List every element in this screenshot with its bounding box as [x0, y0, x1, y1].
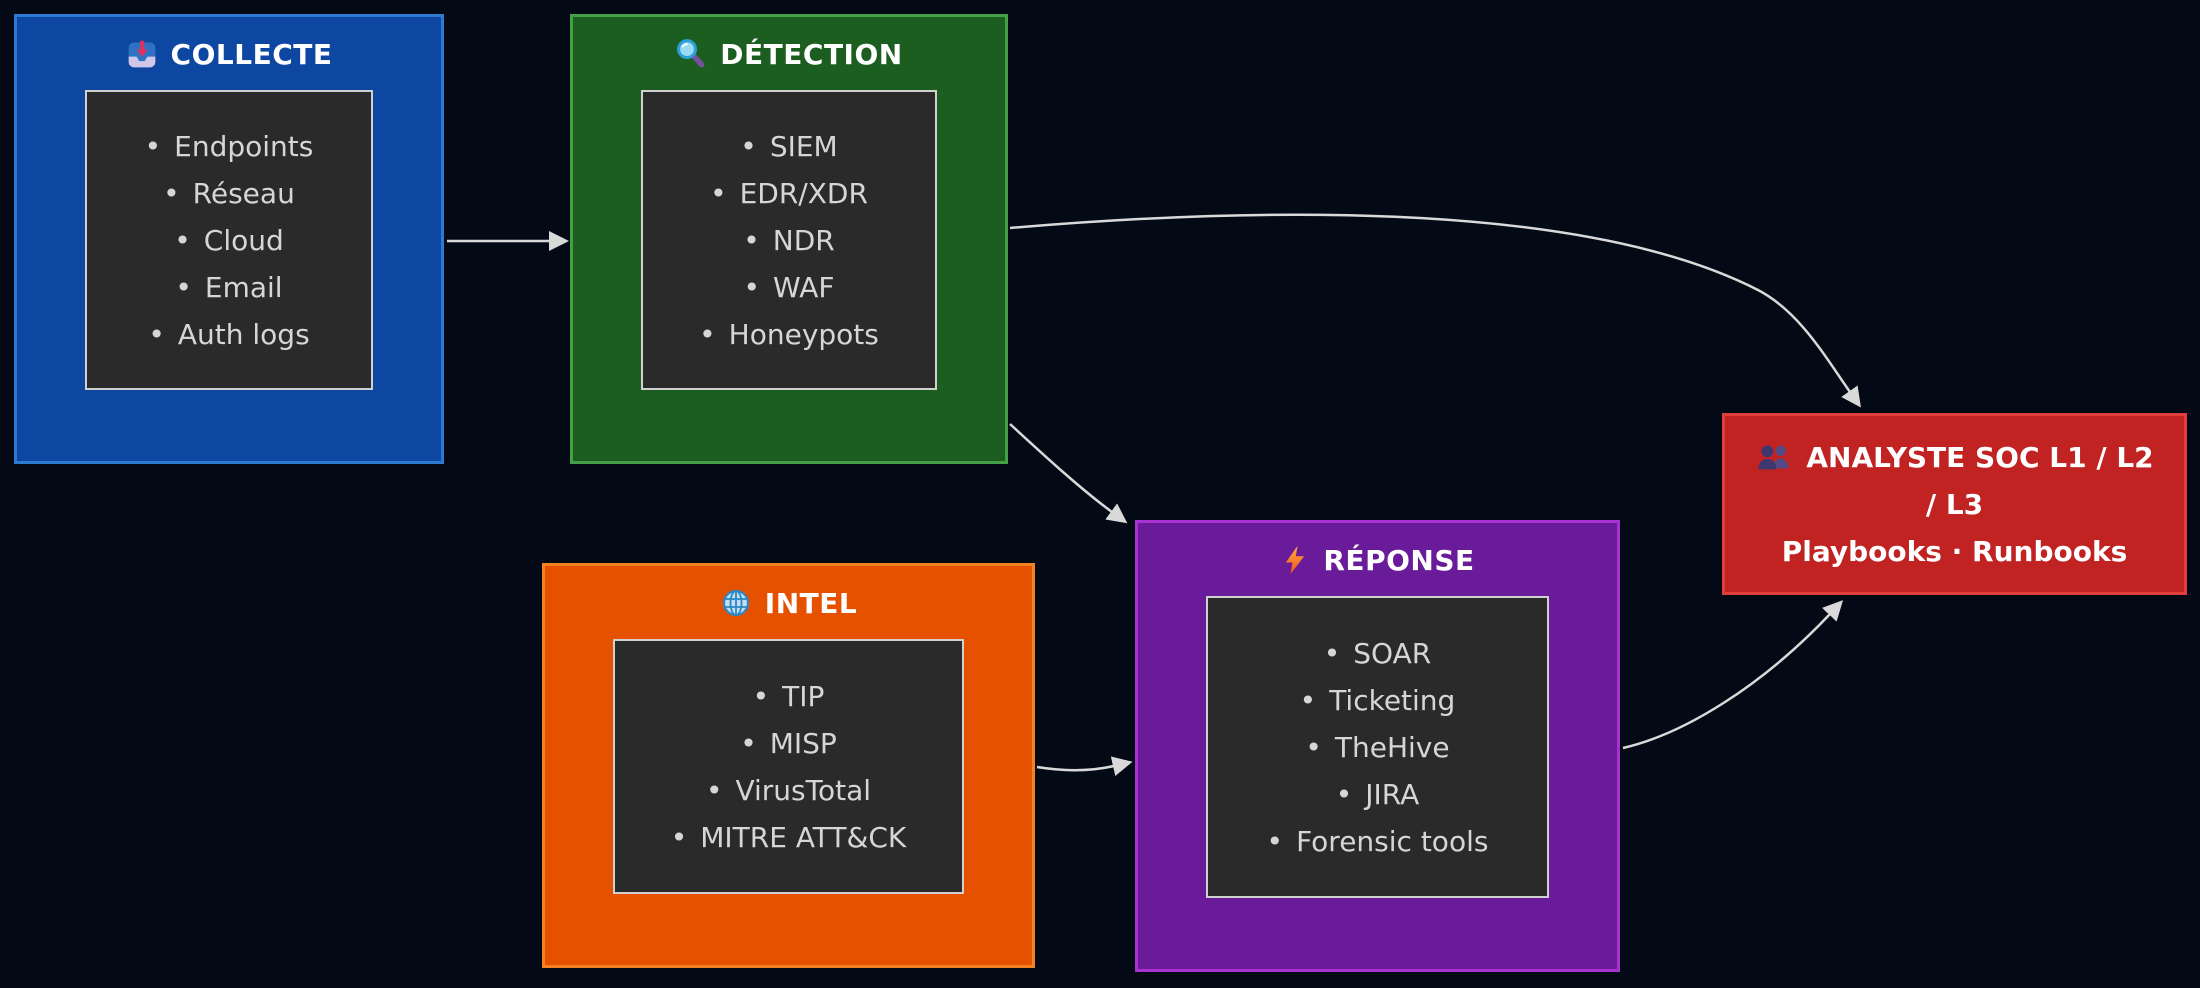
- list-item: Email: [87, 264, 371, 311]
- analyste-title-text: ANALYSTE SOC L1 / L2: [1806, 440, 2154, 474]
- node-intel-title: INTEL: [545, 566, 1032, 640]
- list-item: Honeypots: [643, 311, 935, 358]
- node-analyste: ANALYSTE SOC L1 / L2 / L3 Playbooks · Ru…: [1722, 413, 2187, 595]
- list-item: MISP: [615, 720, 962, 767]
- edge-detection-analyste: [1009, 213, 1861, 408]
- node-intel-panel: TIP MISP VirusTotal MITRE ATT&CK: [613, 639, 964, 894]
- list-item: Réseau: [87, 170, 371, 217]
- magnifying-glass-icon: [675, 38, 707, 70]
- edge-intel-reponse: [1036, 756, 1133, 776]
- analyste-title-line1: ANALYSTE SOC L1 / L2: [1755, 434, 2154, 481]
- list-item: MITRE ATT&CK: [615, 814, 962, 861]
- node-detection: DÉTECTION SIEM EDR/XDR NDR WAF Honeypots: [570, 14, 1008, 464]
- node-reponse-title: RÉPONSE: [1138, 523, 1617, 597]
- node-reponse-label: RÉPONSE: [1323, 543, 1475, 577]
- analyste-subtitle: Playbooks · Runbooks: [1781, 534, 2128, 568]
- edge-reponse-analyste: [1622, 600, 1844, 750]
- list-item: Ticketing: [1208, 677, 1547, 724]
- list-item: Cloud: [87, 217, 371, 264]
- collecte-list: Endpoints Réseau Cloud Email Auth logs: [87, 123, 371, 358]
- list-item: TIP: [615, 673, 962, 720]
- edge-detection-reponse: [1009, 423, 1128, 524]
- list-item: Forensic tools: [1208, 818, 1547, 865]
- node-detection-label: DÉTECTION: [720, 37, 903, 71]
- node-intel: INTEL TIP MISP VirusTotal MITRE ATT&CK: [542, 563, 1035, 968]
- list-item: NDR: [643, 217, 935, 264]
- list-item: TheHive: [1208, 724, 1547, 771]
- list-item: VirusTotal: [615, 767, 962, 814]
- lightning-bolt-icon: [1280, 543, 1310, 577]
- node-detection-title: DÉTECTION: [573, 17, 1005, 91]
- node-detection-panel: SIEM EDR/XDR NDR WAF Honeypots: [641, 90, 937, 390]
- list-item: EDR/XDR: [643, 170, 935, 217]
- list-item: SOAR: [1208, 630, 1547, 677]
- node-collecte-title: COLLECTE: [17, 17, 441, 91]
- inbox-tray-icon: [126, 38, 158, 70]
- node-collecte-panel: Endpoints Réseau Cloud Email Auth logs: [85, 90, 373, 390]
- node-intel-label: INTEL: [764, 586, 858, 620]
- list-item: Auth logs: [87, 311, 371, 358]
- node-reponse: RÉPONSE SOAR Ticketing TheHive JIRA Fore…: [1135, 520, 1620, 972]
- reponse-list: SOAR Ticketing TheHive JIRA Forensic too…: [1208, 630, 1547, 865]
- list-item: JIRA: [1208, 771, 1547, 818]
- node-collecte-label: COLLECTE: [170, 37, 333, 71]
- intel-list: TIP MISP VirusTotal MITRE ATT&CK: [615, 673, 962, 861]
- detection-list: SIEM EDR/XDR NDR WAF Honeypots: [643, 123, 935, 358]
- node-reponse-panel: SOAR Ticketing TheHive JIRA Forensic too…: [1206, 596, 1549, 898]
- analyste-title-line2: / L3: [1925, 487, 1984, 521]
- list-item: SIEM: [643, 123, 935, 170]
- node-collecte: COLLECTE Endpoints Réseau Cloud Email Au…: [14, 14, 444, 464]
- globe-icon: [720, 587, 752, 619]
- list-item: WAF: [643, 264, 935, 311]
- busts-silhouette-icon: [1755, 442, 1793, 472]
- list-item: Endpoints: [87, 123, 371, 170]
